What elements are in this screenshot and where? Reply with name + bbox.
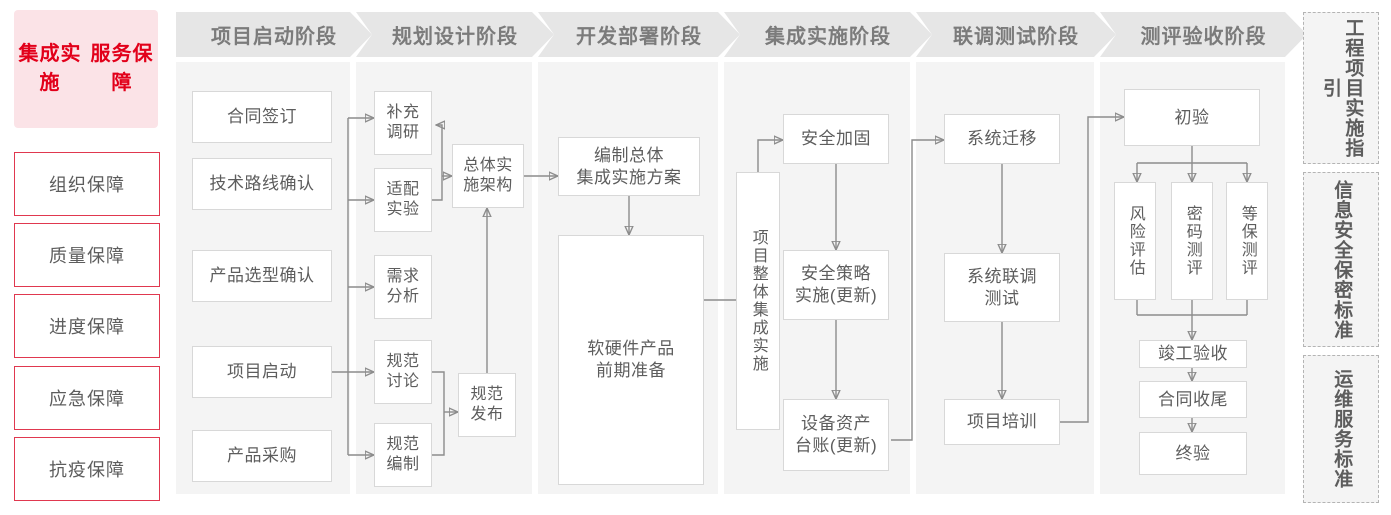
node-joint-debug-test[interactable]: 系统联调 测试	[944, 253, 1060, 322]
node-asset-ledger-label: 设备资产 台账(更新)	[794, 414, 878, 455]
node-spec-drafting[interactable]: 规范 编制	[374, 423, 432, 487]
standard-box-security-confidentiality[interactable]: 信息安全保密标准	[1303, 172, 1379, 347]
node-adaptation-test[interactable]: 适配 实验	[374, 168, 432, 232]
node-requirement-analysis[interactable]: 需求 分析	[374, 255, 432, 319]
node-overall-architecture-label: 总体实 施架构	[463, 156, 513, 194]
node-overall-architecture[interactable]: 总体实 施架构	[452, 144, 524, 208]
node-spec-release-label: 规范 发布	[470, 385, 504, 423]
node-supplement-survey[interactable]: 补充 调研	[374, 91, 432, 155]
phase-header-6[interactable]: 测评验收阶段	[1100, 12, 1307, 57]
phase-header-5[interactable]: 联调测试阶段	[916, 12, 1116, 57]
node-crypto-assessment[interactable]: 密码测评	[1171, 182, 1213, 300]
guarantee-item-quality[interactable]: 质量保障	[14, 223, 160, 287]
guarantee-item-schedule[interactable]: 进度保障	[14, 294, 160, 358]
phase-header-1[interactable]: 项目启动阶段	[176, 12, 372, 57]
guarantee-item-organization[interactable]: 组织保障	[14, 152, 160, 216]
node-integration-plan-label: 编制总体 集成实施方案	[576, 145, 682, 187]
phase-header-4[interactable]: 集成实施阶段	[724, 12, 932, 57]
node-risk-assessment[interactable]: 风险评估	[1114, 182, 1156, 300]
guarantee-title-line-2: 服务保障	[90, 43, 154, 94]
node-product-procurement[interactable]: 产品采购	[192, 430, 332, 482]
node-security-policy-label: 安全策略 实施(更新)	[794, 264, 878, 305]
node-spec-discussion[interactable]: 规范 讨论	[374, 340, 432, 404]
node-spec-discussion-label: 规范 讨论	[386, 352, 420, 390]
node-project-training[interactable]: 项目培训	[944, 399, 1060, 445]
node-tech-route-confirm[interactable]: 技术路线确认	[192, 158, 332, 210]
guarantee-item-epidemic[interactable]: 抗疫保障	[14, 437, 160, 501]
node-contract-closure[interactable]: 合同收尾	[1139, 381, 1247, 418]
standard-box-engineering-guide[interactable]: 工程项目实施指引	[1303, 12, 1379, 164]
standard-label-security-confidentiality: 信息安全保密标准	[1331, 179, 1353, 340]
node-adaptation-test-label: 适配 实验	[386, 180, 420, 218]
node-spec-release[interactable]: 规范 发布	[458, 373, 516, 437]
node-overall-integration[interactable]: 项目整体集成实施	[736, 172, 780, 430]
node-contract-signing[interactable]: 合同签订	[192, 91, 332, 143]
phase-header-2[interactable]: 规划设计阶段	[356, 12, 554, 57]
node-asset-ledger[interactable]: 设备资产 台账(更新)	[783, 399, 889, 471]
guarantee-title-line-1: 集成实施	[18, 43, 82, 94]
node-system-migration[interactable]: 系统迁移	[944, 114, 1060, 164]
node-project-kickoff[interactable]: 项目启动	[192, 346, 332, 398]
standard-label-engineering-guide: 工程项目实施指引	[1320, 18, 1364, 158]
node-mlps-assessment[interactable]: 等保测评	[1226, 182, 1268, 300]
node-initial-acceptance[interactable]: 初验	[1124, 89, 1260, 146]
standard-box-ops-service[interactable]: 运维服务标准	[1303, 355, 1379, 503]
node-security-hardening[interactable]: 安全加固	[783, 114, 889, 164]
node-hw-sw-preparation[interactable]: 软硬件产品 前期准备	[558, 235, 704, 485]
node-requirement-analysis-label: 需求 分析	[386, 267, 420, 305]
guarantee-item-emergency[interactable]: 应急保障	[14, 366, 160, 430]
node-security-policy[interactable]: 安全策略 实施(更新)	[783, 250, 889, 320]
node-joint-debug-test-label: 系统联调 测试	[967, 266, 1037, 308]
phase-header-3[interactable]: 开发部署阶段	[538, 12, 740, 57]
node-final-acceptance[interactable]: 终验	[1139, 432, 1247, 475]
node-supplement-survey-label: 补充 调研	[386, 103, 420, 141]
node-completion-acceptance[interactable]: 竣工验收	[1139, 340, 1247, 368]
node-product-selection[interactable]: 产品选型确认	[192, 250, 332, 302]
node-integration-plan[interactable]: 编制总体 集成实施方案	[558, 137, 700, 196]
node-spec-drafting-label: 规范 编制	[386, 435, 420, 473]
node-hw-sw-preparation-label: 软硬件产品 前期准备	[587, 339, 675, 380]
standard-label-ops-service: 运维服务标准	[1331, 369, 1353, 489]
guarantee-panel-title: 集成实施 服务保障	[14, 10, 158, 128]
